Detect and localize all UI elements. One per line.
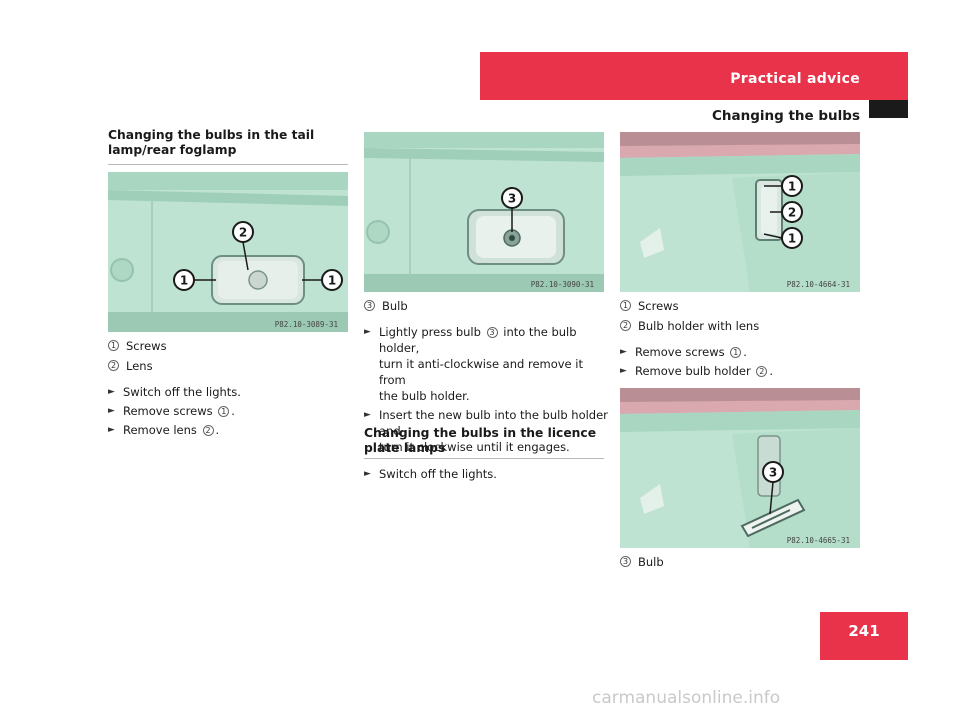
legend-number-badge: 3 [620,556,631,567]
inline-number-badge: 2 [202,425,214,436]
step-text: Insert the new bulb into the bulb holder… [379,408,608,438]
page-number: 241 [848,622,880,640]
step-text: into the bulb holder, [379,325,577,355]
step-punct: . [769,364,773,378]
licence-plate-figure-2: 3 P82.10-4665-31 [620,388,860,548]
step-arrow-icon: ► [364,327,371,337]
section-header-bar: Practical advice [480,52,908,100]
step-arrow-icon: ► [364,410,371,420]
callout-1-right: 1 [328,274,336,288]
legend-text: Bulb holder with lens [638,319,760,333]
legend-item: 1 Screws [108,338,348,354]
legend-item: 3 Bulb [620,554,860,570]
licence-plate-figure-1: 1 2 1 P82.10-4664-31 [620,132,860,292]
legend-text: Screws [638,299,679,313]
callout-3: 3 [508,192,516,206]
inline-number-badge: 1 [218,406,230,417]
instruction-step: ► Switch off the lights. [108,384,348,400]
legend-text: Bulb [638,555,664,569]
instruction-step: ► Remove lens 2. [108,422,348,438]
callout-1-top: 1 [788,180,796,194]
tail-lamp-text: 1 Screws 2 Lens ► Switch off the lights.… [108,338,348,441]
legend-text: Lens [126,359,153,373]
step-text: Lightly press bulb [379,325,481,339]
instruction-step: ► Lightly press bulb 3 into the bulb hol… [364,324,608,404]
inline-number-badge: 2 [756,366,768,377]
legend-item: 1 Screws [620,298,860,314]
figure-reference: P82.10-4665-31 [786,536,850,545]
callout-2: 2 [788,206,796,220]
step-arrow-icon: ► [108,425,115,435]
legend-item: 2 Lens [108,358,348,374]
step-text: turn it anti-clockwise and remove it fro… [379,357,583,387]
step-text: turn it clockwise until it engages. [379,440,570,454]
subsection-title: Changing the bulbs [711,108,860,124]
step-arrow-icon: ► [108,406,115,416]
step-text: the bulb holder. [379,389,470,403]
step-punct: . [743,345,747,359]
step-text: Remove screws [123,404,213,418]
header-tab-marker [869,100,908,118]
legend-text: Screws [126,339,167,353]
legend-text: Bulb [382,299,408,313]
instruction-step: ► Remove bulb holder 2. [620,363,860,379]
step-text: Remove bulb holder [635,364,751,378]
inline-number-badge: 1 [730,347,742,358]
site-watermark: carmanualsonline.info [592,688,781,708]
figure-reference: P82.10-3090-31 [530,280,594,289]
step-text: Remove screws [635,345,725,359]
step-arrow-icon: ► [364,469,371,479]
callout-1-left: 1 [180,274,188,288]
inline-number-badge: 3 [486,327,498,338]
tail-lamp-bulb-figure: 3 P82.10-3090-31 [364,132,604,292]
heading-rule [364,458,604,459]
instruction-step: ► Insert the new bulb into the bulb hold… [364,407,608,455]
instruction-step: ► Switch off the lights. [364,466,608,482]
callout-1-bottom: 1 [788,232,796,246]
legend-number-badge: 1 [108,340,119,351]
licence-plate-heading: Changing the bulbs in the licence plate … [364,426,597,455]
legend-item: 2 Bulb holder with lens [620,318,860,334]
legend-number-badge: 1 [620,300,631,311]
page-number-box: 241 [820,612,908,660]
step-arrow-icon: ► [620,366,627,376]
legend-number-badge: 2 [620,320,631,331]
figure-reference: P82.10-4664-31 [786,280,850,289]
legend-number-badge: 2 [108,360,119,371]
licence-plate-steps: 1 Screws 2 Bulb holder with lens ► Remov… [620,298,860,382]
step-text: Switch off the lights. [123,385,241,399]
step-arrow-icon: ► [108,387,115,397]
section-title: Practical advice [730,71,860,87]
figure-reference: P82.10-3089-31 [274,320,338,329]
legend-item: 3 Bulb [364,298,608,314]
step-text: Switch off the lights. [379,467,497,481]
licence-plate-text: ► Switch off the lights. [364,466,608,485]
instruction-step: ► Remove screws 1. [620,344,860,360]
step-text: Remove lens [123,423,197,437]
tail-lamp-figure: 2 1 1 P82.10-3089-31 [108,172,348,332]
legend-number-badge: 3 [364,300,375,311]
callout-3: 3 [769,466,777,480]
tail-lamp-heading: Changing the bulbs in the tail lamp/rear… [108,128,315,157]
bulb-text: 3 Bulb ► Lightly press bulb 3 into the b… [364,298,608,458]
step-punct: . [231,404,235,418]
instruction-step: ► Remove screws 1. [108,403,348,419]
step-arrow-icon: ► [620,347,627,357]
bulb-legend: 3 Bulb [620,554,860,574]
step-punct: . [215,423,220,437]
callout-2: 2 [239,226,247,240]
heading-rule [108,164,348,165]
